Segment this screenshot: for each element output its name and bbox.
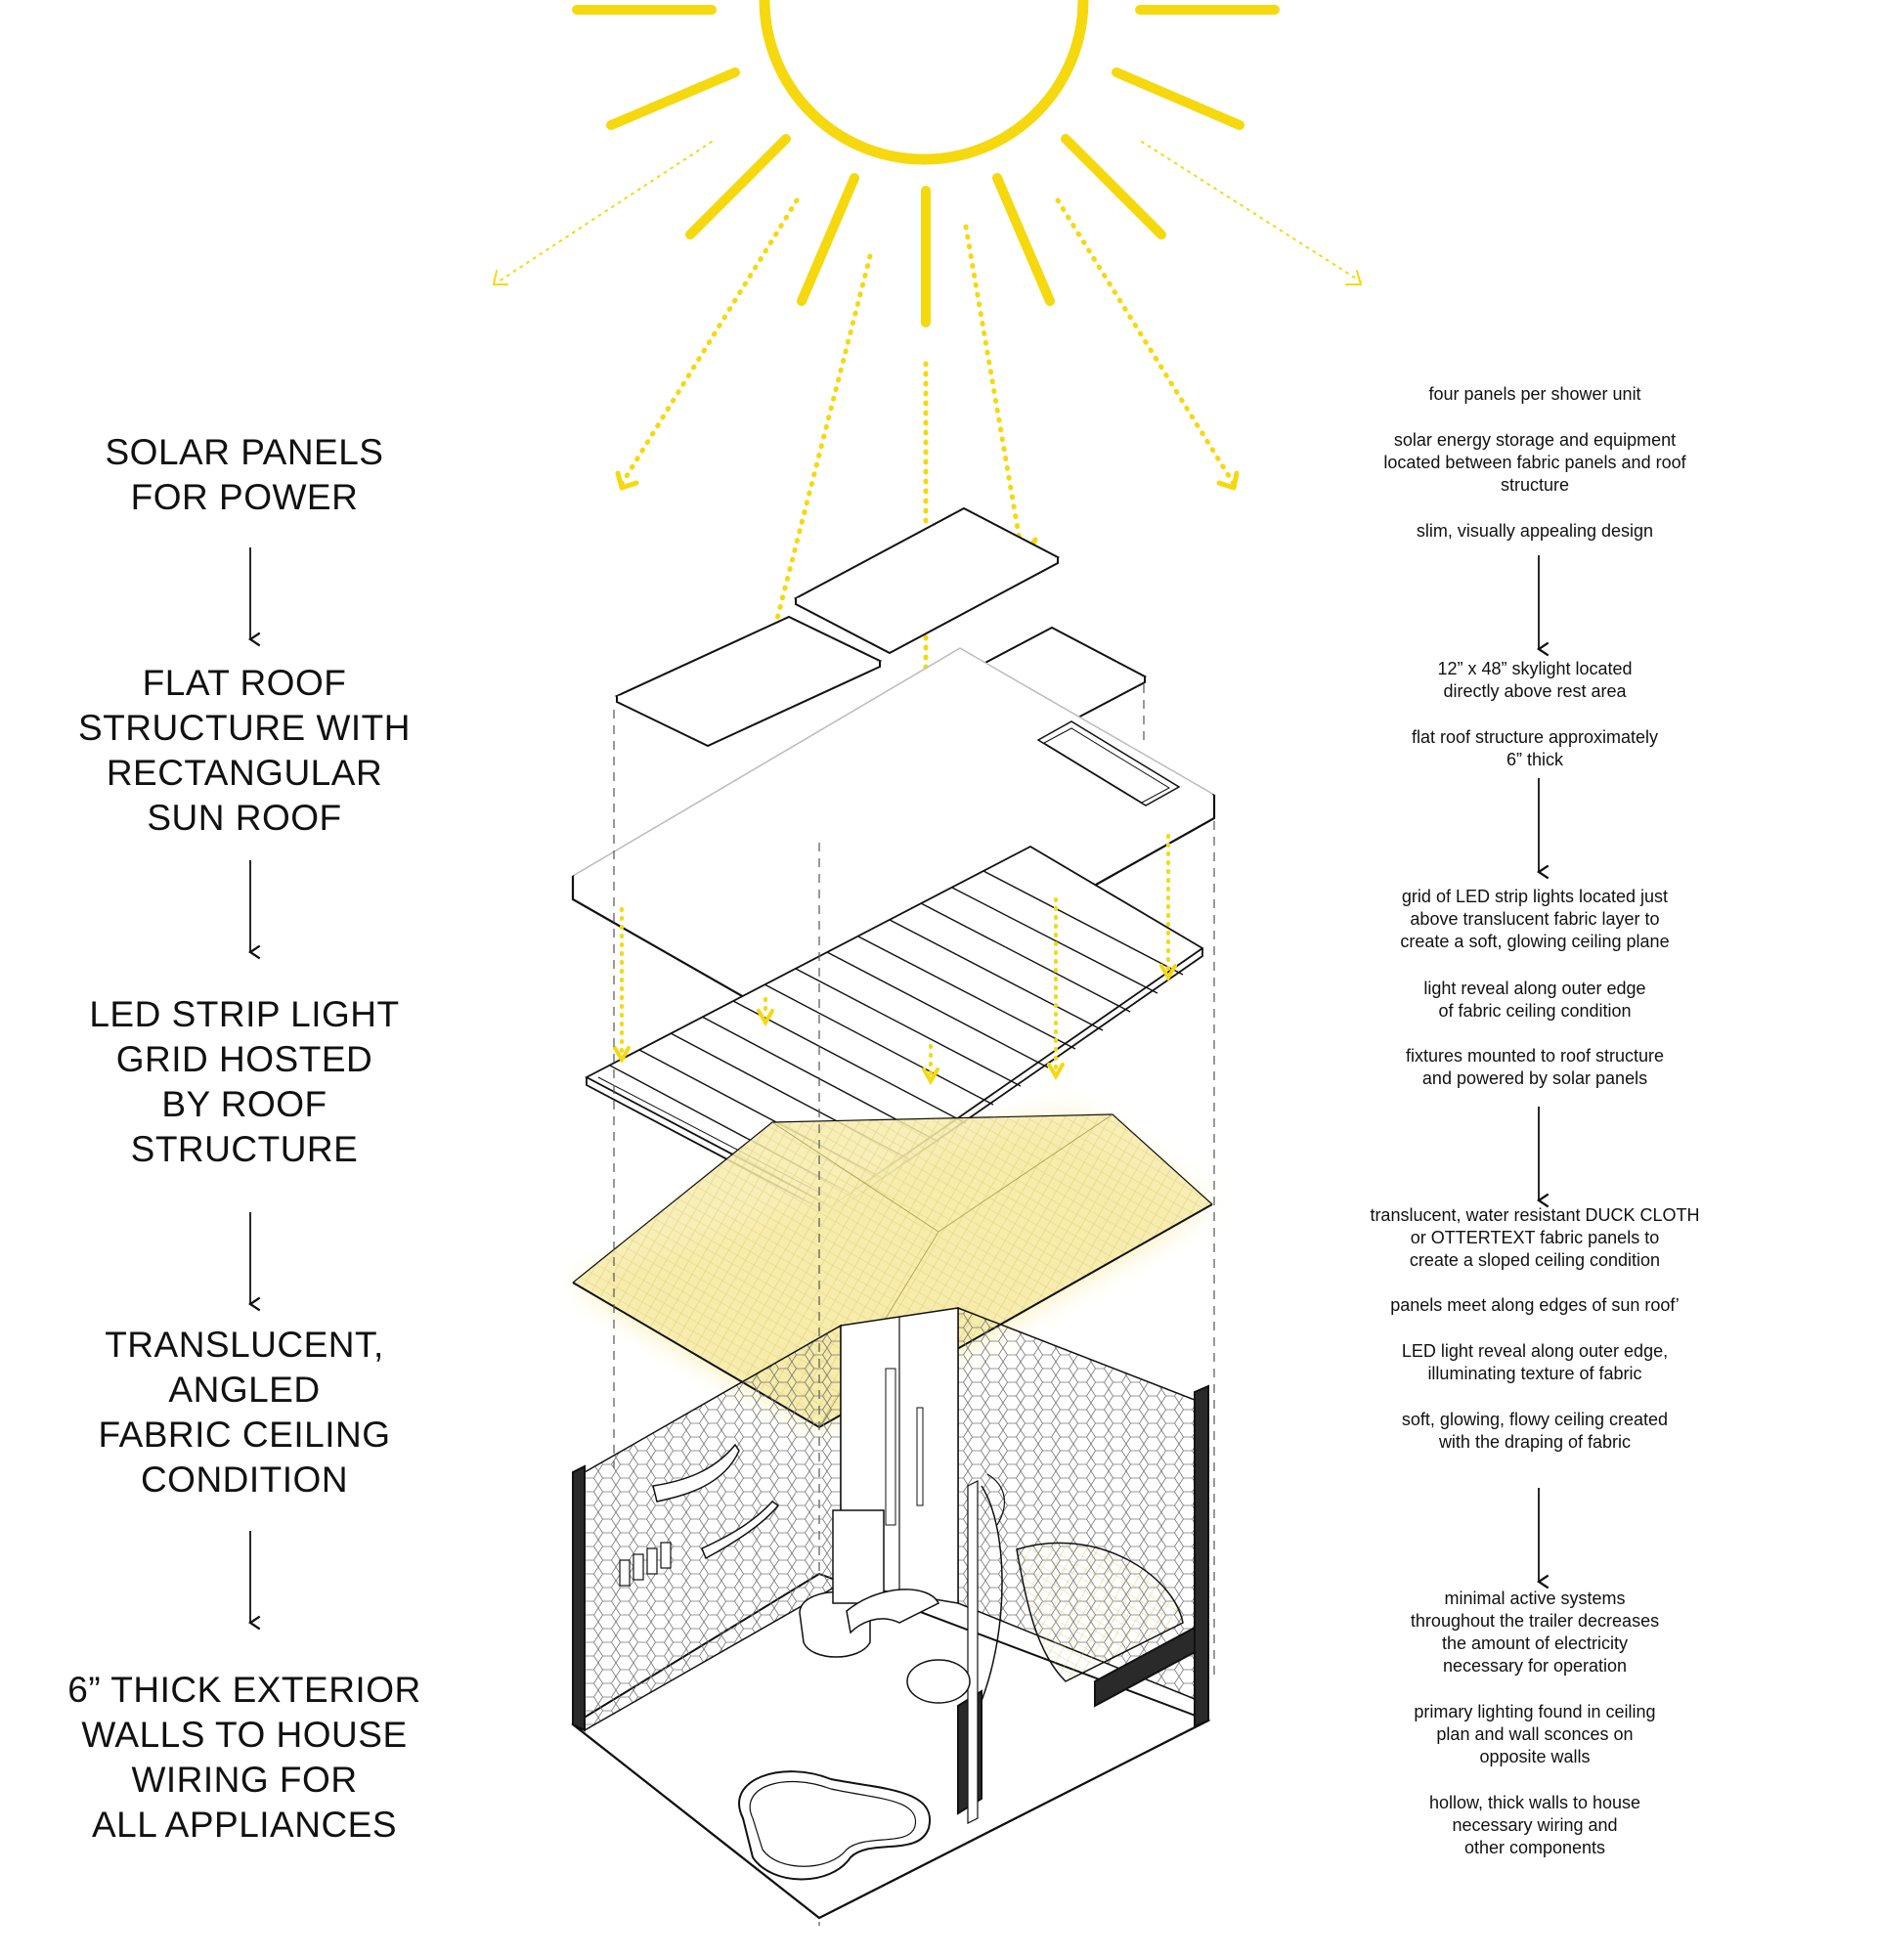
- note-minimal-systems: minimal active systems throughout the tr…: [1349, 1588, 1721, 1677]
- note-line: the amount of electricity: [1441, 1633, 1629, 1653]
- note-slim-design: slim, visually appealing design: [1349, 520, 1721, 543]
- note-primary-lighting: primary lighting found in ceiling plan a…: [1349, 1701, 1721, 1768]
- label-line: STRUCTURE: [130, 1129, 359, 1169]
- label-line: TRANSLUCENT,: [105, 1325, 384, 1365]
- label-line: WIRING FOR: [131, 1760, 358, 1800]
- label-line: FLAT ROOF: [142, 663, 347, 703]
- note-skylight: 12” x 48” skylight located directly abov…: [1349, 658, 1721, 703]
- label-led-grid: LED STRIP LIGHT GRID HOSTED BY ROOF STRU…: [39, 992, 450, 1172]
- light-transfer-arrows: [613, 834, 1177, 1085]
- note-line: of fabric ceiling condition: [1438, 1001, 1632, 1021]
- note-line: four panels per shower unit: [1428, 384, 1641, 404]
- label-line: RECTANGULAR: [106, 753, 383, 793]
- note-energy-storage: solar energy storage and equipment locat…: [1349, 429, 1721, 497]
- note-line: and powered by solar panels: [1421, 1068, 1648, 1088]
- note-line: 12” x 48” skylight located: [1437, 659, 1633, 678]
- note-line: with the draping of fabric: [1438, 1432, 1632, 1452]
- note-line: slim, visually appealing design: [1416, 521, 1654, 541]
- note-line: soft, glowing, flowy ceiling created: [1401, 1410, 1669, 1429]
- note-led-grid: grid of LED strip lights located just ab…: [1349, 886, 1721, 953]
- label-line: FOR POWER: [130, 477, 359, 517]
- fabric-ceiling: [572, 1105, 1213, 1429]
- note-line: 6” thick: [1506, 750, 1564, 769]
- note-line: plan and wall sconces on: [1436, 1724, 1634, 1744]
- note-line: LED light reveal along outer edge,: [1401, 1341, 1669, 1361]
- label-line: BY ROOF: [161, 1084, 327, 1124]
- alignment-guide-lines: [613, 684, 1215, 1926]
- note-line: light reveal along outer edge: [1423, 979, 1646, 998]
- note-fabric-material: translucent, water resistant DUCK CLOTH …: [1349, 1204, 1721, 1272]
- note-line: opposite walls: [1479, 1747, 1591, 1766]
- note-line: necessary wiring and: [1452, 1815, 1618, 1835]
- sun-ray-arrows: [492, 141, 1363, 785]
- note-panels-per-unit: four panels per shower unit: [1349, 383, 1721, 406]
- label-line: CONDITION: [140, 1459, 349, 1500]
- label-solar-panels: SOLAR PANELS FOR POWER: [39, 430, 450, 520]
- note-line: solar energy storage and equipment: [1393, 430, 1677, 450]
- note-line: translucent, water resistant DUCK CLOTH: [1370, 1205, 1700, 1225]
- note-roof-thickness: flat roof structure approximately 6” thi…: [1349, 726, 1721, 771]
- note-line: hollow, thick walls to house: [1428, 1793, 1641, 1812]
- note-line: necessary for operation: [1442, 1656, 1628, 1676]
- note-glowing-ceiling: soft, glowing, flowy ceiling created wit…: [1349, 1409, 1721, 1454]
- shower-unit-walls: [571, 1306, 1211, 1920]
- note-line: grid of LED strip lights located just: [1401, 887, 1669, 906]
- note-line: above translucent fabric layer to: [1410, 909, 1660, 929]
- note-line: other components: [1463, 1838, 1606, 1857]
- label-fabric-ceiling: TRANSLUCENT, ANGLED FABRIC CEILING CONDI…: [39, 1323, 450, 1503]
- label-line: WALLS TO HOUSE: [81, 1715, 408, 1755]
- label-line: LED STRIP LIGHT: [89, 994, 400, 1034]
- label-line: 6” THICK EXTERIOR: [67, 1670, 421, 1710]
- label-line: SUN ROOF: [147, 798, 342, 838]
- note-line: create a soft, glowing ceiling plane: [1400, 932, 1670, 951]
- label-line: SOLAR PANELS: [105, 432, 384, 472]
- label-line: STRUCTURE WITH: [78, 708, 411, 748]
- note-line: illuminating texture of fabric: [1427, 1364, 1642, 1383]
- note-line: create a sloped ceiling condition: [1409, 1250, 1661, 1270]
- note-fixtures: fixtures mounted to roof structure and p…: [1349, 1045, 1721, 1090]
- label-flat-roof: FLAT ROOF STRUCTURE WITH RECTANGULAR SUN…: [39, 661, 450, 841]
- sun-icon: [572, 0, 1280, 327]
- note-line: fixtures mounted to roof structure: [1405, 1046, 1665, 1066]
- note-light-reveal: light reveal along outer edge of fabric …: [1349, 978, 1721, 1023]
- note-line: directly above rest area: [1443, 681, 1627, 701]
- note-hollow-walls: hollow, thick walls to house necessary w…: [1349, 1792, 1721, 1859]
- note-led-reveal: LED light reveal along outer edge, illum…: [1349, 1340, 1721, 1385]
- note-line: panels meet along edges of sun roof’: [1390, 1295, 1680, 1315]
- note-line: or OTTERTEXT fabric panels to: [1410, 1228, 1660, 1247]
- note-line: structure: [1500, 475, 1570, 495]
- label-line: ANGLED: [168, 1370, 321, 1410]
- note-line: flat roof structure approximately: [1411, 727, 1659, 747]
- label-line: ALL APPLIANCES: [91, 1805, 398, 1845]
- note-line: primary lighting found in ceiling: [1414, 1702, 1656, 1721]
- note-line: located between fabric panels and roof: [1383, 453, 1686, 472]
- note-line: minimal active systems: [1444, 1589, 1626, 1608]
- note-line: throughout the trailer decreases: [1410, 1611, 1660, 1631]
- label-line: FABRIC CEILING: [98, 1415, 391, 1455]
- label-exterior-walls: 6” THICK EXTERIOR WALLS TO HOUSE WIRING …: [39, 1668, 450, 1848]
- note-panels-meet: panels meet along edges of sun roof’: [1349, 1294, 1721, 1317]
- label-line: GRID HOSTED: [115, 1039, 373, 1079]
